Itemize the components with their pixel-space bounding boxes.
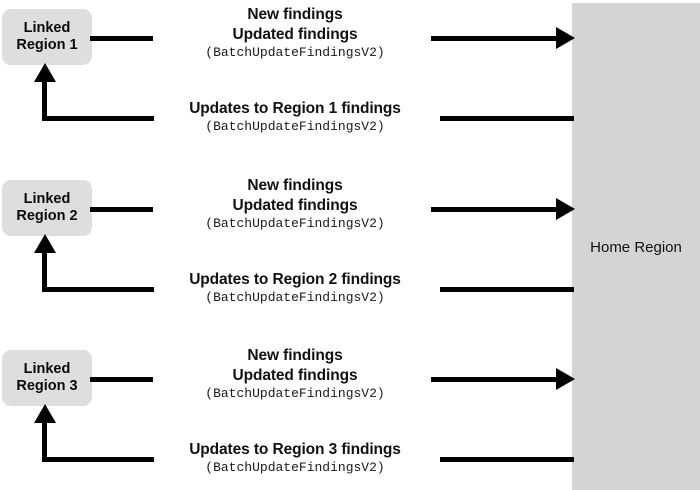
flow-3-outbound-label: New findings Updated findings (BatchUpda…: [160, 346, 430, 403]
home-region-label: Home Region: [590, 239, 682, 256]
flow-3-inbound-title: Updates to Region 3 findings: [189, 441, 401, 458]
flow-2-inbound-label: Updates to Region 2 findings (BatchUpdat…: [160, 270, 430, 307]
linked-region-2-box: Linked Region 2: [2, 180, 92, 236]
flow-3-outbound-arrowhead-icon: [556, 368, 575, 390]
flow-1-inbound-line-left: [42, 116, 154, 121]
flow-3-outbound-line: [431, 377, 559, 382]
flow-2-outbound-api: (BatchUpdateFindingsV2): [205, 215, 385, 231]
flow-2-outbound-title-line2: Updated findings: [232, 196, 358, 214]
linked-region-3-label-line1: Linked: [23, 361, 71, 378]
flow-1-inbound-api: (BatchUpdateFindingsV2): [205, 118, 385, 134]
flow-2-inbound-arrowhead-icon: [33, 234, 56, 253]
flow-1-outbound-line: [431, 36, 559, 41]
linked-region-2-label-line2: Region 2: [16, 208, 78, 224]
flow-1-inbound-line-vertical: [42, 80, 47, 121]
flow-3-outbound-stub: [90, 377, 153, 382]
linked-region-3-label-line2: Region 3: [16, 378, 78, 394]
flow-1-inbound-arrowhead-icon: [33, 63, 56, 82]
linked-region-2-label-line1: Linked: [23, 191, 71, 208]
flow-1-outbound-arrowhead-icon: [556, 27, 575, 49]
flow-1-inbound-title: Updates to Region 1 findings: [189, 100, 401, 117]
flow-2-outbound-label: New findings Updated findings (BatchUpda…: [160, 176, 430, 233]
flow-1-outbound-title-line2: Updated findings: [232, 25, 358, 43]
flow-3-inbound-line-vertical: [42, 421, 47, 462]
flow-2-outbound-arrowhead-icon: [556, 198, 575, 220]
linked-region-1-label-line1: Linked: [23, 20, 71, 37]
flow-2-inbound-title: Updates to Region 2 findings: [189, 271, 401, 288]
flow-2-outbound-title-line1: New findings: [247, 177, 343, 194]
flow-1-inbound-line-right: [440, 116, 574, 121]
flow-2-inbound-line-vertical: [42, 251, 47, 292]
flow-2-inbound-line-left: [42, 287, 154, 292]
flow-1-outbound-stub: [90, 36, 153, 41]
flow-3-outbound-api: (BatchUpdateFindingsV2): [205, 385, 385, 401]
flow-2-inbound-line-right: [440, 287, 574, 292]
flow-1-outbound-api: (BatchUpdateFindingsV2): [205, 44, 385, 60]
flow-2-outbound-line: [431, 207, 559, 212]
linked-region-3-box: Linked Region 3: [2, 350, 92, 406]
flow-3-inbound-line-left: [42, 457, 154, 462]
linked-region-1-box: Linked Region 1: [2, 9, 92, 65]
flow-1-outbound-title-line1: New findings: [247, 6, 343, 23]
flow-1-inbound-label: Updates to Region 1 findings (BatchUpdat…: [160, 99, 430, 136]
flow-3-outbound-title-line2: Updated findings: [232, 366, 358, 384]
flow-2-outbound-stub: [90, 207, 153, 212]
flow-3-inbound-line-right: [440, 457, 574, 462]
flow-3-inbound-arrowhead-icon: [33, 404, 56, 423]
flow-3-inbound-api: (BatchUpdateFindingsV2): [205, 459, 385, 475]
flow-3-outbound-title-line1: New findings: [247, 347, 343, 364]
flow-2-inbound-api: (BatchUpdateFindingsV2): [205, 289, 385, 305]
flow-1-outbound-label: New findings Updated findings (BatchUpda…: [160, 5, 430, 62]
home-region-panel: Home Region: [572, 3, 700, 490]
flow-3-inbound-label: Updates to Region 3 findings (BatchUpdat…: [160, 440, 430, 477]
linked-region-1-label-line2: Region 1: [16, 37, 78, 53]
